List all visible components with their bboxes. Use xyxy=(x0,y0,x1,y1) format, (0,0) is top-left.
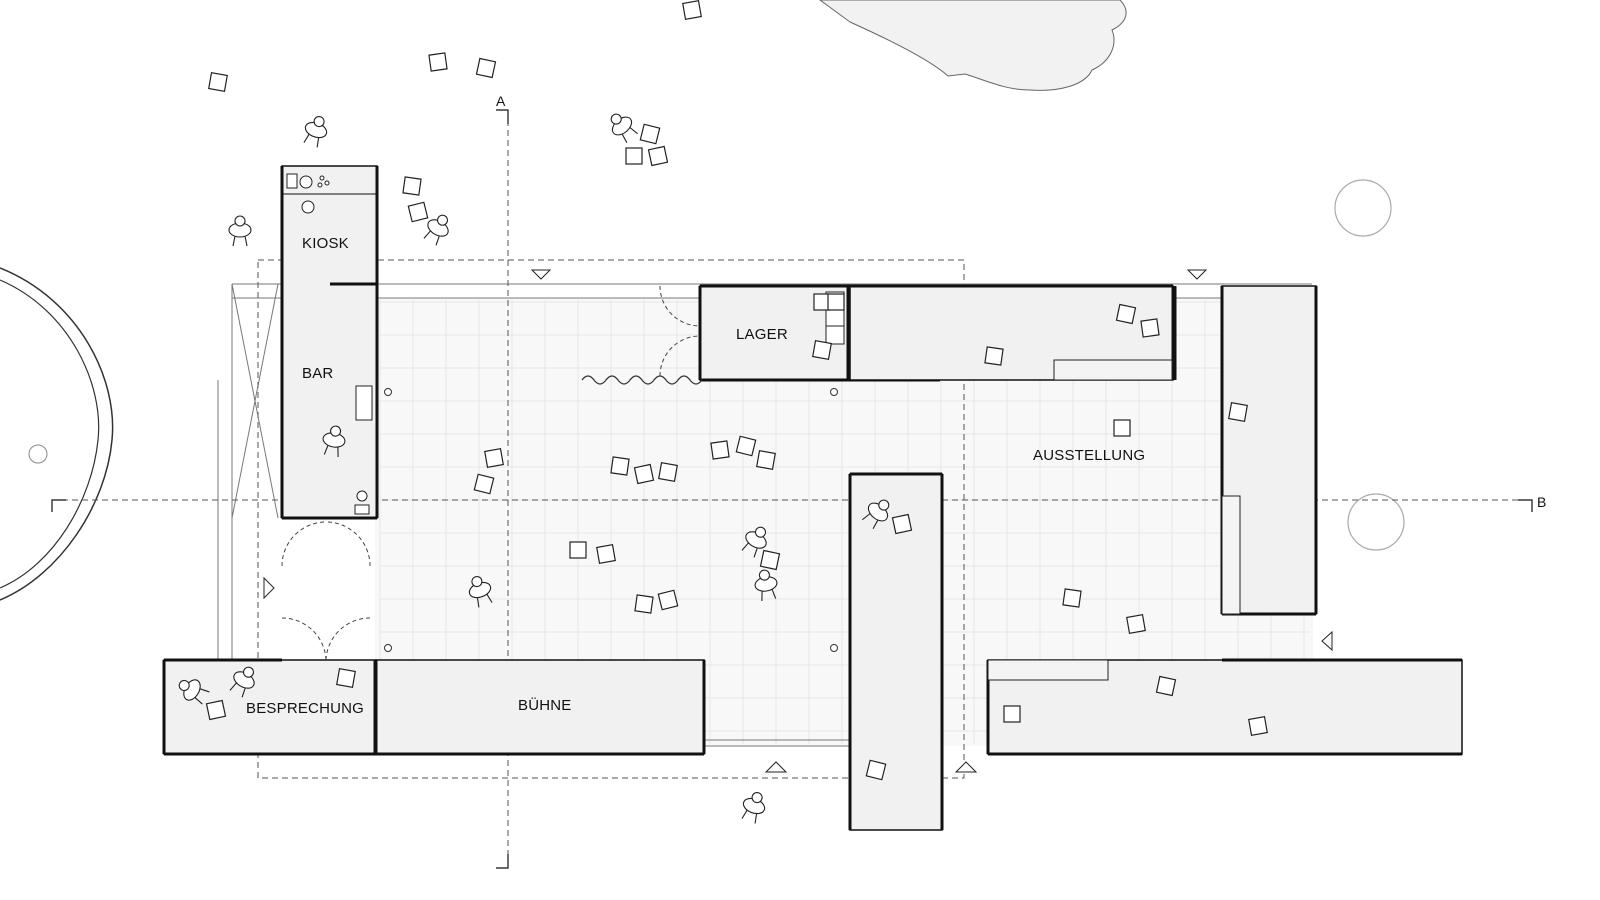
stool xyxy=(710,440,730,460)
kiosk-bar-block xyxy=(280,165,379,520)
stool xyxy=(639,123,661,145)
stool xyxy=(735,435,757,457)
room-label-kiosk: KIOSK xyxy=(302,235,349,252)
curtain xyxy=(581,375,703,385)
stool xyxy=(657,589,679,611)
pond xyxy=(0,267,114,601)
landscape-shape-top xyxy=(819,0,1127,91)
room-label-bar: BAR xyxy=(302,365,333,382)
columns xyxy=(384,388,838,652)
entrance-markers xyxy=(263,269,1333,773)
stool xyxy=(1248,716,1268,736)
bar-fixtures xyxy=(286,173,370,515)
stool xyxy=(756,450,776,470)
person xyxy=(741,526,767,558)
person xyxy=(229,666,255,698)
stool xyxy=(891,513,913,535)
door-swings xyxy=(281,285,701,661)
stool xyxy=(1113,419,1131,437)
stool xyxy=(1115,303,1137,325)
stool xyxy=(484,448,504,468)
roof-outline xyxy=(257,259,965,779)
stool xyxy=(759,549,781,571)
tree xyxy=(1334,179,1392,237)
stool xyxy=(865,759,887,781)
stool xyxy=(473,473,495,495)
person xyxy=(754,569,778,601)
people xyxy=(178,113,890,824)
stool xyxy=(625,147,643,165)
tree xyxy=(1347,493,1405,551)
stool xyxy=(634,594,654,614)
person xyxy=(468,575,493,608)
stool xyxy=(569,541,587,559)
stool xyxy=(428,52,448,72)
person xyxy=(610,113,638,144)
stool xyxy=(336,668,356,688)
stool xyxy=(984,346,1004,366)
besprechung-block xyxy=(162,658,377,756)
ausstellung-wall-right xyxy=(1220,285,1318,616)
stool xyxy=(827,293,845,311)
section-label-b: B xyxy=(1537,494,1546,510)
person xyxy=(741,791,766,824)
stool xyxy=(682,0,702,20)
stool xyxy=(208,72,228,92)
stool xyxy=(596,544,616,564)
buehne-block xyxy=(374,659,706,756)
stool xyxy=(205,699,227,721)
stool xyxy=(647,145,669,167)
person xyxy=(228,215,252,247)
stool xyxy=(633,463,655,485)
stools xyxy=(205,0,1268,781)
stool xyxy=(1003,705,1021,723)
room-label-besprechung: BESPRECHUNG xyxy=(246,700,364,717)
lager-block xyxy=(698,284,940,382)
ausstellung-wall-bottom xyxy=(986,658,1463,756)
stool xyxy=(1140,318,1160,338)
person xyxy=(322,425,346,457)
room-label-lager: LAGER xyxy=(736,326,788,343)
person xyxy=(862,499,890,530)
stool xyxy=(407,201,429,223)
stool xyxy=(1228,402,1248,422)
stool xyxy=(402,176,422,196)
person xyxy=(303,115,328,148)
stool xyxy=(658,462,678,482)
stool xyxy=(1062,588,1082,608)
ausstellung-wall-top xyxy=(849,284,1177,381)
room-label-buehne: BÜHNE xyxy=(518,696,572,714)
person xyxy=(423,214,449,246)
person xyxy=(178,679,210,705)
room-label-ausstellung: AUSSTELLUNG xyxy=(1033,447,1145,464)
stool xyxy=(812,340,832,360)
stool xyxy=(475,57,497,79)
section-label-a: A xyxy=(496,93,506,109)
stool xyxy=(610,456,630,476)
stool xyxy=(1155,675,1177,697)
stool xyxy=(1126,614,1146,634)
